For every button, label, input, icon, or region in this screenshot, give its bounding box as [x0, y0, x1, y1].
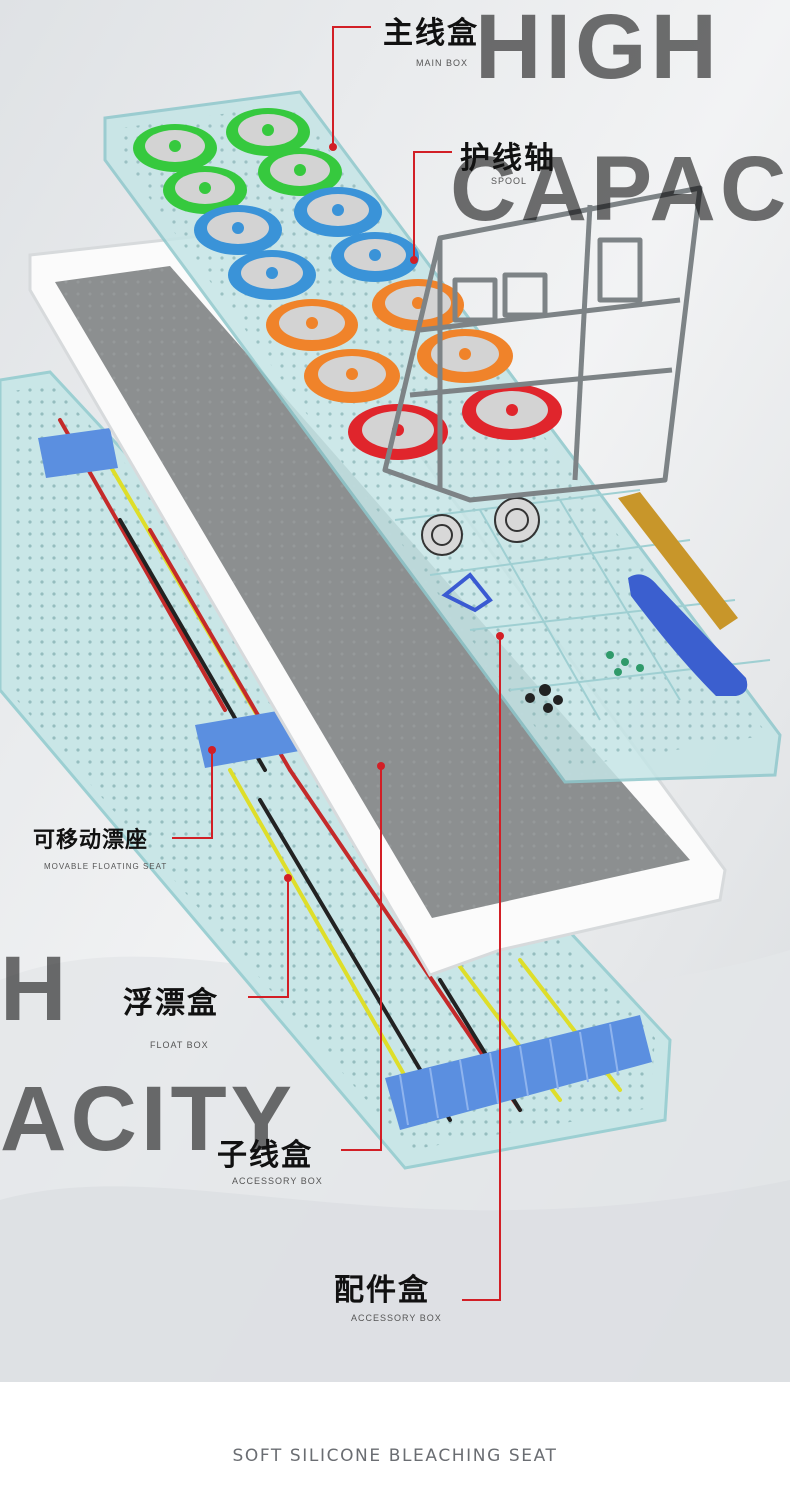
- main-box-sublabel: MAIN BOX: [416, 58, 469, 68]
- main-box-label: 主线盒: [383, 16, 479, 51]
- footer-caption: SOFT SILICONE BLEACHING SEAT: [232, 1446, 558, 1466]
- float-box-sublabel: FLOAT BOX: [150, 1040, 209, 1050]
- watermark-capac: CAPAC: [450, 138, 790, 240]
- watermark-h: H: [0, 938, 70, 1040]
- movable-seat-label: 可移动漂座: [33, 828, 149, 853]
- leader-lines: [172, 26, 504, 1301]
- movable-seat-sublabel: MOVABLE FLOATING SEAT: [44, 862, 168, 871]
- accessory-box-sublabel: ACCESSORY BOX: [351, 1313, 442, 1323]
- spools: [133, 108, 562, 460]
- watermark-high: HIGH: [475, 0, 721, 98]
- watermark-acity: ACITY: [0, 1068, 296, 1170]
- sub-line-box-sublabel: ACCESSORY BOX: [232, 1176, 323, 1186]
- sub-line-box-label: 子线盒: [217, 1138, 313, 1173]
- sub-line-box: [28, 228, 727, 977]
- spool-sublabel: SPOOL: [491, 176, 528, 186]
- footer-band: [0, 1382, 790, 1497]
- float-box-label: 浮漂盒: [123, 986, 219, 1021]
- accessory-box-label: 配件盒: [334, 1273, 430, 1308]
- spool-label: 护线轴: [460, 141, 556, 176]
- spool-guard-frame: [382, 185, 703, 503]
